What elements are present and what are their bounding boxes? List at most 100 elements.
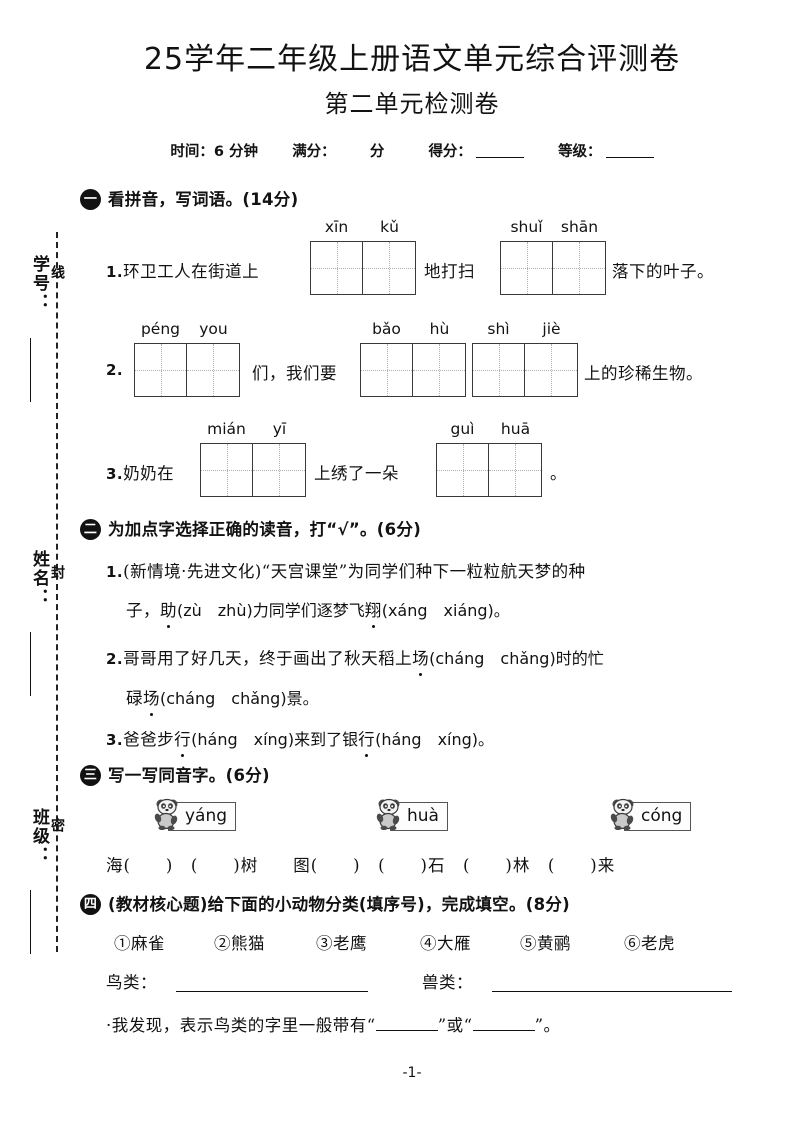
meta-grade-blank[interactable] — [605, 142, 654, 158]
q4-discovery-mid: ”或“ — [437, 1016, 473, 1035]
meta-total-label: 满分： — [292, 144, 336, 160]
q1-3-lead-text: 奶奶在 — [123, 464, 175, 483]
section-heading-1: 一看拼音，写词语。(14分) — [80, 186, 298, 210]
q4-beasts-label: 兽类： — [422, 973, 473, 992]
panda-icon — [154, 798, 178, 830]
q1-2-tail: 上的珍稀生物。 — [584, 364, 703, 383]
q2-1-line1: 1.(新情境·先进文化)“天宫课堂”为同学们种下一粒粒航天梦的种 — [106, 558, 586, 582]
q1-2-pinyin-1: péng you — [134, 320, 240, 338]
pinyin-cell: péng — [140, 320, 181, 338]
q1-1-grid-2[interactable]: shuǐ shān — [500, 218, 606, 295]
tianzi-cell[interactable] — [473, 344, 525, 396]
section-number-3: 三 — [80, 765, 101, 786]
q2-1-index: 1. — [106, 563, 124, 581]
panda-icon — [610, 798, 634, 830]
q1-1-lead: 1.环卫工人在街道上 — [106, 258, 259, 282]
tianzige[interactable] — [472, 343, 578, 397]
q1-2-index-wrap: 2. — [106, 360, 123, 379]
q1-3-pinyin-1: mián yī — [200, 420, 306, 438]
q2-2-l1-pre: 哥哥用了好几天，终于画出了秋天稻上 — [123, 649, 413, 668]
q4-birds-blank[interactable] — [176, 991, 368, 992]
q1-3-grid-1[interactable]: mián yī — [200, 420, 306, 497]
tianzige[interactable] — [500, 241, 606, 295]
meta-total-unit: 分 — [369, 144, 385, 160]
section-title-2: 为加点字选择正确的读音，打“√”。(6分) — [108, 520, 422, 539]
q2-1-line1-text: (新情境·先进文化)“天宫课堂”为同学们种下一粒粒航天梦的种 — [123, 562, 586, 581]
tianzi-cell[interactable] — [437, 444, 489, 496]
tianzi-cell[interactable] — [253, 444, 305, 496]
q2-3-pre: 爸爸步 — [123, 730, 175, 749]
q1-3-grid-2[interactable]: guì huā — [436, 420, 542, 497]
q4-beasts-blank[interactable] — [492, 991, 732, 992]
q2-2-line1: 2.哥哥用了好几天，终于画出了秋天稻上场(cháng chǎng)时的忙 — [106, 645, 604, 676]
q1-2-grid-2[interactable]: bǎo hù — [360, 320, 466, 397]
tianzige[interactable] — [360, 343, 466, 397]
q1-1-index: 1. — [106, 263, 124, 281]
name-rule — [30, 632, 31, 696]
tianzige[interactable] — [436, 443, 542, 497]
tianzi-cell[interactable] — [201, 444, 253, 496]
tianzi-cell[interactable] — [187, 344, 239, 396]
page-title: 25学年二年级上册语文单元综合评测卷 — [143, 42, 681, 77]
exam-meta-row: 时间：6 分钟 满分： 分 得分： 等级： — [72, 140, 752, 161]
q2-3-post: (háng xíng)。 — [375, 730, 495, 749]
section-title-3: 写一写同音字。(6分) — [108, 766, 270, 785]
pinyin-cell: jiè — [542, 320, 561, 338]
pinyin-cell: xīn — [324, 218, 349, 236]
chip-pinyin-cong: cóng — [624, 802, 692, 831]
tianzige[interactable] — [134, 343, 240, 397]
tianzige[interactable] — [200, 443, 306, 497]
q4-discovery-blank-1[interactable] — [375, 1030, 438, 1031]
tianzi-cell[interactable] — [361, 344, 413, 396]
q4-birds-label: 鸟类： — [106, 973, 157, 992]
pinyin-cell: guì — [450, 420, 475, 438]
q1-2-pinyin-3: shì jiè — [472, 320, 578, 338]
q1-1-pinyin-2: shuǐ shān — [500, 218, 606, 236]
tianzi-cell[interactable] — [311, 242, 363, 294]
q2-1-l2-pre: 子， — [126, 601, 160, 620]
q1-2-index: 2. — [106, 361, 124, 379]
q4-option-3: ③老鹰 — [316, 934, 367, 953]
q4-option-5: ⑤黄鹂 — [520, 934, 571, 953]
page-number: -1- — [402, 1065, 422, 1081]
pinyin-cell: yī — [272, 420, 287, 438]
q1-1-lead-text: 环卫工人在街道上 — [123, 262, 260, 281]
chip-pinyin-yang: yáng — [168, 802, 237, 831]
q1-3-mid: 上绣了一朵 — [314, 464, 399, 483]
tianzi-cell[interactable] — [489, 444, 541, 496]
pinyin-cell: huā — [500, 420, 531, 438]
pinyin-cell: mián — [207, 420, 246, 438]
q3-answer-line[interactable]: 海( ) ( )树 图( ) ( )石 ( )林 ( )来 — [106, 856, 616, 875]
tianzi-cell[interactable] — [501, 242, 553, 294]
section-number-2: 二 — [80, 519, 101, 540]
q2-1-l2-post: (xáng xiáng)。 — [381, 601, 510, 620]
dotted-char-chang-1: 场 — [412, 645, 429, 676]
q2-2-index: 2. — [106, 650, 124, 668]
tianzi-cell[interactable] — [525, 344, 577, 396]
q4-discovery-blank-2[interactable] — [472, 1030, 535, 1031]
exam-sheet: 25学年二年级上册语文单元综合评测卷 第二单元检测卷 时间：6 分钟 满分： 分… — [72, 0, 772, 1121]
meta-score-blank[interactable] — [475, 142, 524, 158]
q1-1-grid-1[interactable]: xīn kǔ — [310, 218, 416, 295]
section-number-1: 一 — [80, 189, 101, 210]
section-heading-2: 二为加点字选择正确的读音，打“√”。(6分) — [80, 516, 421, 540]
dotted-char-xiang: 翔 — [365, 597, 382, 628]
page-subtitle: 第二单元检测卷 — [324, 90, 500, 118]
pinyin-cell: hù — [429, 320, 450, 338]
tianzi-cell[interactable] — [363, 242, 415, 294]
tianzi-cell[interactable] — [553, 242, 605, 294]
q1-2-grid-3[interactable]: shì jiè — [472, 320, 578, 397]
pinyin-cell: you — [199, 320, 228, 338]
tianzi-cell[interactable] — [135, 344, 187, 396]
tianzi-cell[interactable] — [413, 344, 465, 396]
dotted-char-zhu: 助 — [160, 597, 177, 628]
pinyin-cell: kǔ — [380, 218, 399, 236]
dotted-char-chang-2: 场 — [143, 685, 160, 716]
tianzige[interactable] — [310, 241, 416, 295]
seal-char-xian: 线 — [49, 265, 65, 279]
q2-3-line: 3.爸爸步行(háng xíng)来到了银行(háng xíng)。 — [106, 726, 495, 757]
field-name: 姓名： — [29, 550, 49, 607]
q1-2-grid-1[interactable]: péng you — [134, 320, 240, 397]
q2-2-l2-pre: 碌 — [126, 689, 143, 708]
q2-2-l2-post: (cháng chǎng)景。 — [160, 689, 319, 708]
